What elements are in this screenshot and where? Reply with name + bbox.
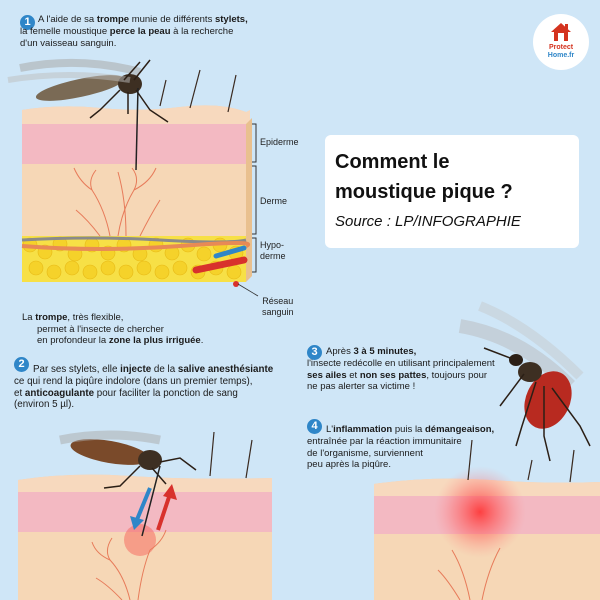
artery [192,256,248,274]
step-3-number: 3 [307,345,322,360]
step-4-badge: 4 [307,416,322,434]
trompe-caption: La trompe, très flexible, permet à l'ins… [22,312,204,346]
inflammation-zone [434,466,526,558]
step-1-caption: A l'aide de sa trompe munie de différent… [38,14,248,25]
step-2-badge: 2 [14,354,29,372]
skin-cross-section-1 [7,58,259,297]
logo-line-1: Protect [548,44,574,51]
step-4-caption-line1: L'inflammation puis la démangeaison, [326,424,495,435]
step-1-caption-cont: la femelle moustique perce la peau à la … [20,26,234,49]
title-line-2: moustique pique ? [335,181,513,203]
mosquito-piercing [7,58,169,171]
label-hypoderme: Hypo-derme [260,240,286,261]
step-2-number: 2 [14,357,29,372]
step-1-badge: 1 [20,12,35,30]
injection-spot [124,524,156,556]
step-3-badge: 3 [307,342,322,360]
label-derme: Derme [260,196,288,206]
step-2-caption: ce qui rend la piqûre indolore (dans un … [14,376,253,410]
title-card: Comment le moustique pique ? Source : LP… [325,135,579,248]
capillary-network-2 [91,529,167,600]
skin-cross-section-3 [374,440,600,600]
step-4-number: 4 [307,419,322,434]
logo-line-2: Home.fr [547,51,575,59]
skin-cross-section-2 [18,430,272,600]
dermis-layer [22,164,246,236]
protect-home-logo[interactable]: Protect Home.fr [533,14,589,70]
step-1-number: 1 [20,15,35,30]
epidermis-layer [22,124,246,164]
mosquito-feeding [59,430,197,537]
page-title: Comment le moustique pique ? [335,147,569,207]
label-epiderme: Epiderme [260,137,299,147]
step-3-caption-line1: Après 3 à 5 minutes, [326,346,417,357]
step-2-caption-line1: Par ses stylets, elle injecte de la sali… [33,364,274,375]
vein [213,245,247,259]
blue-arrow-icon [130,487,152,530]
red-arrow-icon [156,484,177,531]
capillary-network [73,167,161,237]
step-4-caption: entraînée par la réaction immunitaire de… [307,436,462,470]
mosquito-flying [458,301,591,462]
title-line-1: Comment le [335,151,450,173]
step-3-caption: l'insecte redécolle en utilisant princip… [307,358,495,392]
house-icon [551,23,571,41]
source-text: Source : LP/INFOGRAPHIE [335,213,521,230]
